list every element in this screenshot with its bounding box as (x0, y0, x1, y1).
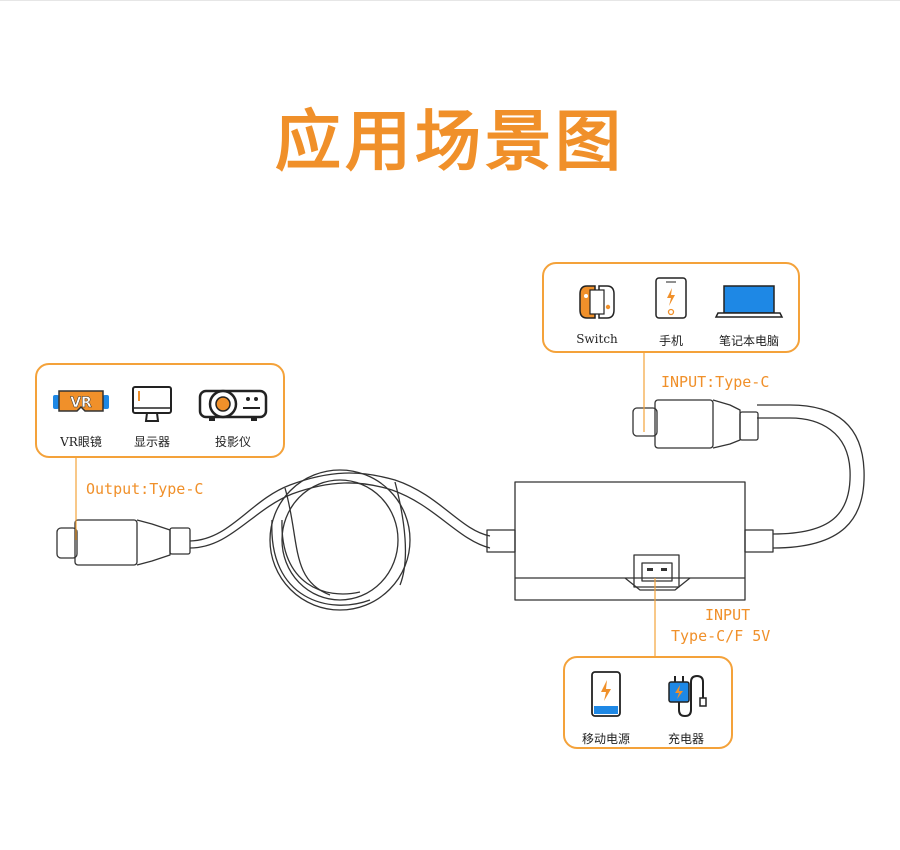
page-title: 应用场景图 (275, 103, 625, 180)
power-source-panel: 移动电源 充电器 (563, 656, 733, 749)
output-devices-panel: VR VR眼镜 显示器 投影仪 (35, 363, 285, 458)
input-cable (757, 404, 865, 549)
device-label: VR眼镜 (60, 435, 102, 449)
top-divider (0, 0, 900, 1)
cable-coil (269, 469, 411, 611)
power-bank-icon (591, 671, 621, 717)
output-cable (189, 472, 491, 596)
output-typec-plug (56, 519, 191, 566)
device-label: 笔记本电脑 (718, 334, 779, 348)
device-phone: 手机 (636, 276, 706, 350)
input-top-port-label: INPUT:Type-C (661, 373, 770, 391)
svg-text:VR: VR (70, 395, 92, 411)
device-laptop: 笔记本电脑 (712, 282, 786, 350)
device-label: 移动电源 (581, 732, 630, 746)
device-label: 充电器 (667, 732, 704, 746)
device-charger: 充电器 (653, 670, 719, 746)
device-projector: 投影仪 (195, 383, 271, 455)
adapter-box (486, 481, 774, 601)
input-source-panel: Switch 手机 笔记本电脑 (542, 262, 800, 353)
vr-headset-icon: VR (53, 390, 109, 412)
game-console-icon (579, 285, 615, 319)
laptop-icon (714, 285, 784, 318)
output-port-label: Output:Type-C (86, 480, 204, 498)
device-label: 投影仪 (214, 435, 251, 449)
device-monitor: 显示器 (125, 385, 179, 455)
device-label: 显示器 (133, 435, 170, 449)
device-switch: Switch (562, 280, 632, 350)
device-label: Switch (576, 332, 618, 346)
device-power-bank: 移动电源 (571, 670, 641, 746)
input-bottom-port-label-2: Type-C/F 5V (671, 627, 771, 645)
phone-icon (655, 277, 687, 319)
input-bottom-port-label-1: INPUT (705, 606, 751, 624)
monitor-icon (132, 386, 172, 422)
input-typec-plug (632, 399, 759, 449)
projector-icon (198, 389, 268, 421)
charger-icon (668, 674, 707, 718)
device-label: 手机 (658, 334, 683, 348)
device-vr: VR VR眼镜 (51, 385, 111, 455)
